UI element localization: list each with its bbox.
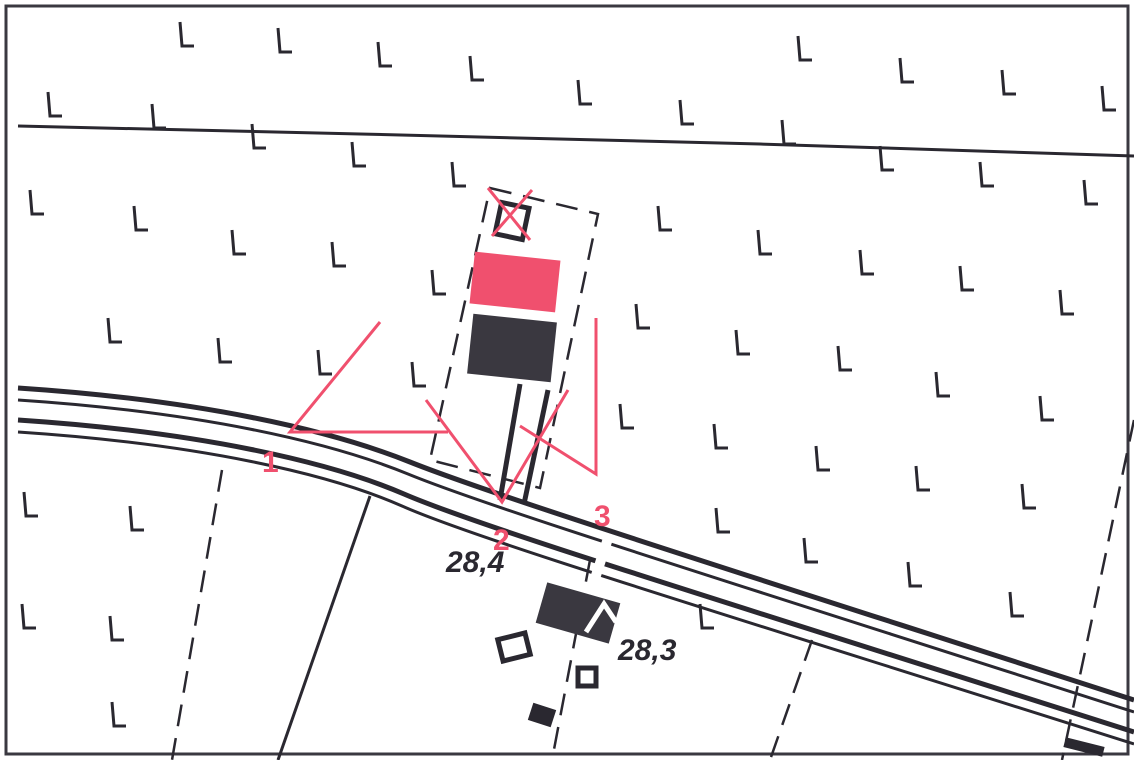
meadow-grass-symbol <box>712 423 728 450</box>
viewpoint-sight-lines <box>286 318 598 505</box>
meadow-grass-symbol <box>958 265 974 292</box>
demolished-structure-cross <box>486 187 534 243</box>
meadow-grass-symbol <box>230 229 246 256</box>
existing-building-lower <box>535 582 621 644</box>
elevation-label-lower: 28,3 <box>617 634 677 667</box>
meadow-grass-symbol <box>1038 395 1054 422</box>
meadow-grass-symbol <box>410 361 426 388</box>
meadow-grass-symbol <box>576 79 592 106</box>
meadow-grass-symbol <box>450 161 466 188</box>
meadow-grass-symbol <box>836 345 852 372</box>
meadow-grass-symbol <box>316 349 332 376</box>
meadow-grass-symbol <box>1000 69 1016 96</box>
meadow-grass-symbol <box>108 615 124 642</box>
meadow-grass-symbol <box>128 505 144 532</box>
meadow-grass-symbol <box>1082 179 1098 206</box>
elevation-label-upper: 28,4 <box>445 546 505 579</box>
meadow-grass-symbol <box>878 145 894 172</box>
parcel-boundary-proposed <box>428 186 600 490</box>
meadow-grass-symbol <box>756 229 772 256</box>
meadow-grass-symbol <box>714 507 730 534</box>
parcel-boundary-mid <box>768 639 814 760</box>
parcel-boundary-right <box>1060 419 1134 760</box>
meadow-grass-symbol <box>780 119 796 146</box>
meadow-grass-symbol <box>678 99 694 126</box>
meadow-grass-symbol <box>814 445 830 472</box>
meadow-grass-symbol <box>250 123 266 150</box>
meadow-grass-symbol <box>110 701 126 728</box>
viewpoint-label-3: 3 <box>594 500 611 533</box>
property-line <box>276 495 372 760</box>
sight-lines-2 <box>424 389 570 505</box>
viewpoint-label-2: 2 <box>493 524 510 557</box>
meadow-grass-symbol <box>634 303 650 330</box>
field-path-line <box>17 124 1134 158</box>
meadow-grass-symbol <box>430 269 446 296</box>
sight-lines-3 <box>519 318 598 477</box>
proposed-building-red <box>469 251 561 313</box>
meadow-grass-symbol <box>914 465 930 492</box>
double-railway-line <box>17 385 1134 746</box>
meadow-grass-symbol <box>1008 591 1024 618</box>
meadow-grass-symbol <box>216 337 232 364</box>
meadow-grass-symbol <box>150 103 166 130</box>
meadow-grass-symbol <box>698 603 714 630</box>
meadow-grass-symbol <box>330 241 346 268</box>
meadow-symbols <box>20 21 1116 728</box>
lower-structures <box>494 582 1105 757</box>
meadow-grass-symbol <box>656 205 672 232</box>
meadow-grass-symbol <box>132 205 148 232</box>
parcel-boundary-left <box>170 469 224 760</box>
meadow-grass-symbol <box>20 603 36 630</box>
sight-lines-1 <box>286 321 448 434</box>
meadow-grass-symbol <box>858 249 874 276</box>
meadow-grass-symbol <box>28 189 44 216</box>
meadow-grass-symbol <box>906 561 922 588</box>
meadow-grass-symbol <box>1058 289 1074 316</box>
meadow-grass-symbol <box>898 57 914 84</box>
meadow-grass-symbol <box>1100 85 1116 112</box>
meadow-grass-symbol <box>376 41 392 68</box>
meadow-grass-symbol <box>934 371 950 398</box>
meadow-grass-symbol <box>468 55 484 82</box>
meadow-grass-symbol <box>46 91 62 118</box>
meadow-grass-symbol <box>22 491 38 518</box>
meadow-grass-symbol <box>178 21 194 48</box>
meadow-grass-symbol <box>734 329 750 356</box>
meadow-grass-symbol <box>350 141 366 168</box>
meadow-grass-symbol <box>276 27 292 54</box>
map-frame <box>4 4 1130 756</box>
meadow-grass-symbol <box>978 161 994 188</box>
parcel-boundaries <box>170 186 1134 760</box>
viewpoint-label-1: 1 <box>262 446 279 479</box>
meadow-grass-symbol <box>796 35 812 62</box>
meadow-grass-symbol <box>106 317 122 344</box>
existing-building-dark <box>467 313 557 383</box>
meadow-grass-symbol <box>1020 483 1036 510</box>
meadow-grass-symbol <box>618 403 634 430</box>
meadow-grass-symbol <box>802 537 818 564</box>
